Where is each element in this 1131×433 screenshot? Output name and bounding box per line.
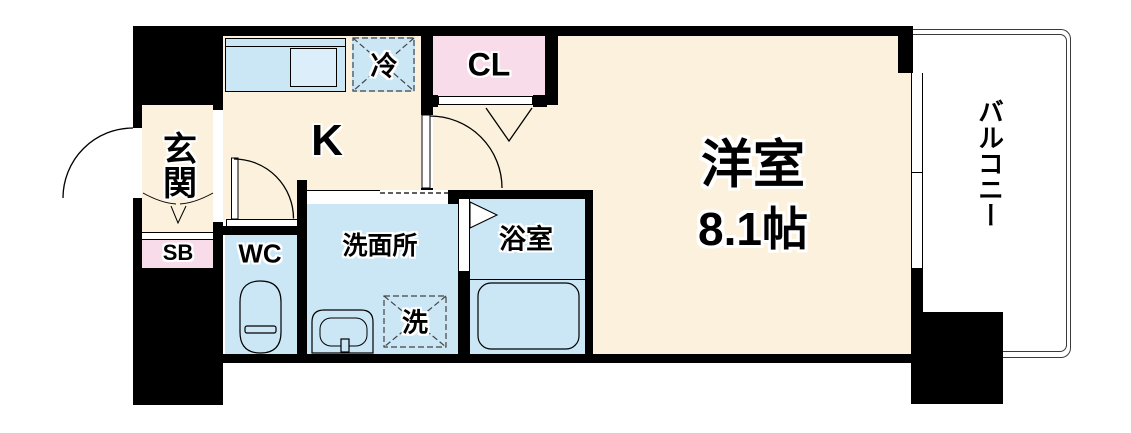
label-washroom: 洗面所	[342, 232, 418, 260]
bathroom-door-opening	[459, 199, 469, 271]
wall-kitchen-wc	[223, 226, 307, 235]
room-main-nook	[433, 105, 558, 190]
label-shoebox: SB	[162, 240, 194, 265]
label-main-room-size: 8.1帖	[698, 203, 808, 255]
wall-bath-right	[585, 190, 593, 354]
wall-bottom	[223, 354, 911, 363]
room-kitchen-lower	[223, 190, 297, 220]
label-main-room: 洋室	[700, 136, 806, 195]
wall-wc-washroom	[297, 180, 307, 363]
wall-closet-right	[545, 26, 558, 107]
label-closet: CL	[467, 46, 511, 83]
room-main-upper	[558, 36, 911, 190]
wall-stub-closet-left	[421, 95, 438, 107]
wall-top	[133, 26, 913, 36]
label-kitchen: K	[311, 116, 343, 165]
closet-door-track	[438, 96, 533, 105]
room-closet	[433, 36, 545, 96]
room-main-lower	[593, 190, 911, 354]
balcony-outline-inner	[913, 34, 1067, 352]
washroom-entrance-band	[307, 190, 458, 204]
label-bathroom: 浴室	[499, 224, 553, 255]
kitchen-sink	[290, 48, 337, 87]
entry-door-opening	[132, 128, 142, 198]
wall-window-corner	[898, 27, 913, 73]
balcony-window	[911, 73, 923, 268]
wall-below-window	[911, 268, 923, 312]
entry-door-arc	[62, 127, 134, 199]
kitchen-room-door-opening	[421, 115, 433, 188]
wall-bath-top	[448, 190, 593, 199]
label-wc: WC	[238, 238, 282, 269]
room-shoebox	[142, 240, 213, 268]
genkan-step	[142, 232, 213, 240]
label-washer: 洗	[401, 307, 429, 338]
pillar-bottom-right	[911, 312, 1003, 404]
label-fridge: 冷	[370, 51, 398, 82]
label-genkan: 玄関	[157, 131, 196, 199]
wall-corner-washroom-bath	[448, 190, 458, 204]
wall-stub-closet-right	[533, 95, 547, 107]
genkan-kitchen-opening	[213, 110, 223, 222]
wc-door-track	[226, 219, 298, 227]
label-balcony: バルコニー	[974, 98, 1005, 228]
